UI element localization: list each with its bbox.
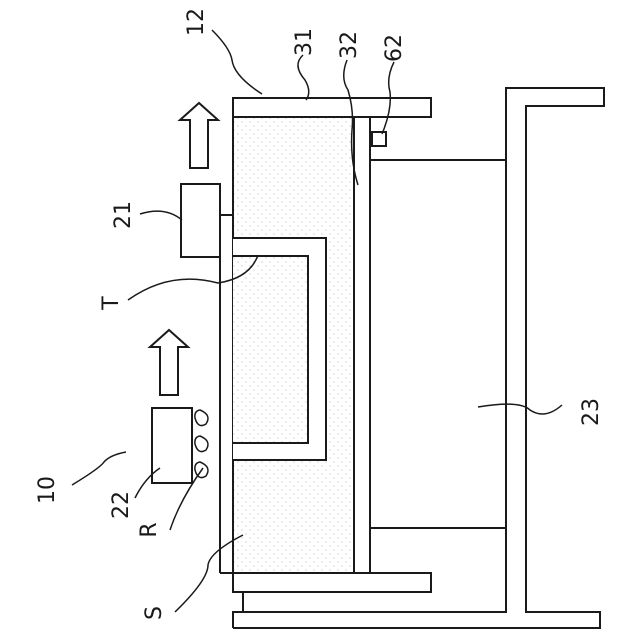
ref-label-12: 12 — [184, 8, 209, 36]
unit-22 — [152, 408, 192, 483]
arrow-up-icon — [180, 103, 218, 168]
arrow-up-icon — [150, 330, 188, 395]
unit-21 — [181, 184, 220, 257]
component-62 — [372, 132, 386, 146]
ref-label-s: S — [142, 606, 167, 620]
ref-label-32: 32 — [337, 31, 362, 59]
ref-label-r: R — [137, 522, 162, 537]
droplets-r — [195, 410, 208, 478]
ref-label-21: 21 — [111, 201, 136, 229]
ref-label-31: 31 — [292, 28, 317, 56]
ref-label-62: 62 — [382, 34, 407, 62]
ref-label-10: 10 — [35, 476, 60, 504]
ref-label-22: 22 — [109, 491, 134, 519]
ref-label-23: 23 — [579, 398, 604, 426]
ref-label-t: T — [99, 296, 124, 311]
